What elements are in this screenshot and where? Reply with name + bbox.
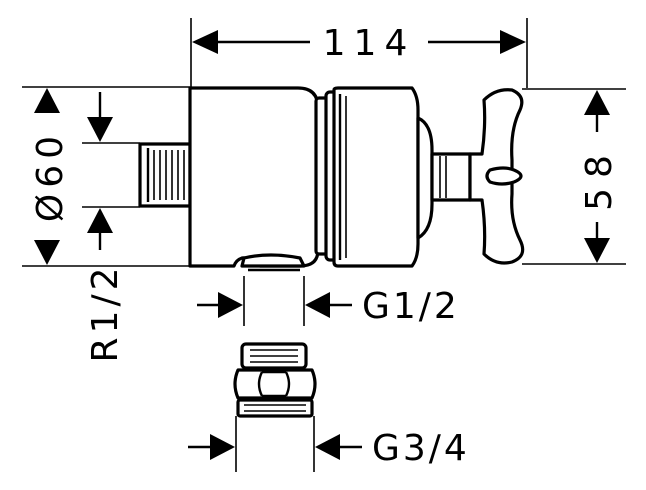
dimension-g34: G3/4 [188,416,470,472]
inlet-nipple [138,142,192,208]
bonnet-cap [332,86,434,268]
dimension-114-label: 114 [323,23,416,64]
dimension-diameter-60: Ø60 [22,86,190,267]
dimension-r12-label: R1/2 [85,264,126,363]
adapter-fitting [233,342,317,418]
dimension-58-label: 58 [579,145,620,211]
dimension-58: 58 [522,88,626,265]
valve-body [188,86,320,272]
dimension-r12: R1/2 [82,92,140,362]
dimension-114: 114 [190,18,528,88]
dimension-diameter-label: Ø60 [30,130,71,222]
dimension-g12-label: G1/2 [362,286,460,327]
cross-handle [468,88,525,265]
spindle [430,152,472,202]
dimension-g12: G1/2 [197,276,460,327]
dimension-g34-label: G3/4 [372,428,470,469]
